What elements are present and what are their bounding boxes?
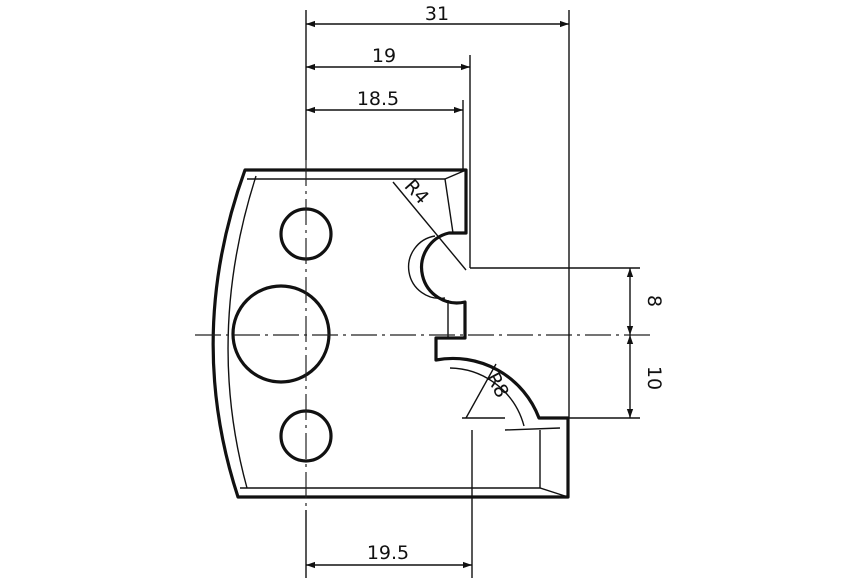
dim-8: 8 bbox=[643, 295, 665, 307]
left-bevel-line bbox=[227, 175, 257, 489]
lower-step-line bbox=[504, 427, 561, 431]
dim-19: 19 bbox=[372, 45, 396, 67]
dim-31: 31 bbox=[425, 3, 449, 25]
bottom-bevel-line bbox=[240, 487, 569, 498]
lower-cove-inner-arc bbox=[449, 367, 525, 427]
top-chamfer-line bbox=[444, 169, 467, 180]
radius-r4: R4 bbox=[400, 175, 433, 209]
profile-outline bbox=[211, 168, 570, 499]
dim-10: 10 bbox=[643, 366, 665, 390]
dim-19-5: 19.5 bbox=[367, 542, 409, 564]
center-lines bbox=[195, 160, 650, 510]
dim-18-5: 18.5 bbox=[357, 88, 399, 110]
upper-cove-inner-arc bbox=[407, 235, 446, 300]
dimension-lines bbox=[306, 20, 634, 569]
radius-leader-r8 bbox=[465, 363, 497, 419]
dimension-labels: 31 19 18.5 19.5 8 10 R4 R8 bbox=[357, 3, 665, 564]
extension-lines bbox=[305, 10, 640, 578]
radius-leader-r4 bbox=[392, 181, 467, 271]
upper-notch-edge bbox=[444, 178, 454, 234]
profile-body bbox=[211, 168, 570, 499]
center-hole bbox=[231, 284, 331, 384]
